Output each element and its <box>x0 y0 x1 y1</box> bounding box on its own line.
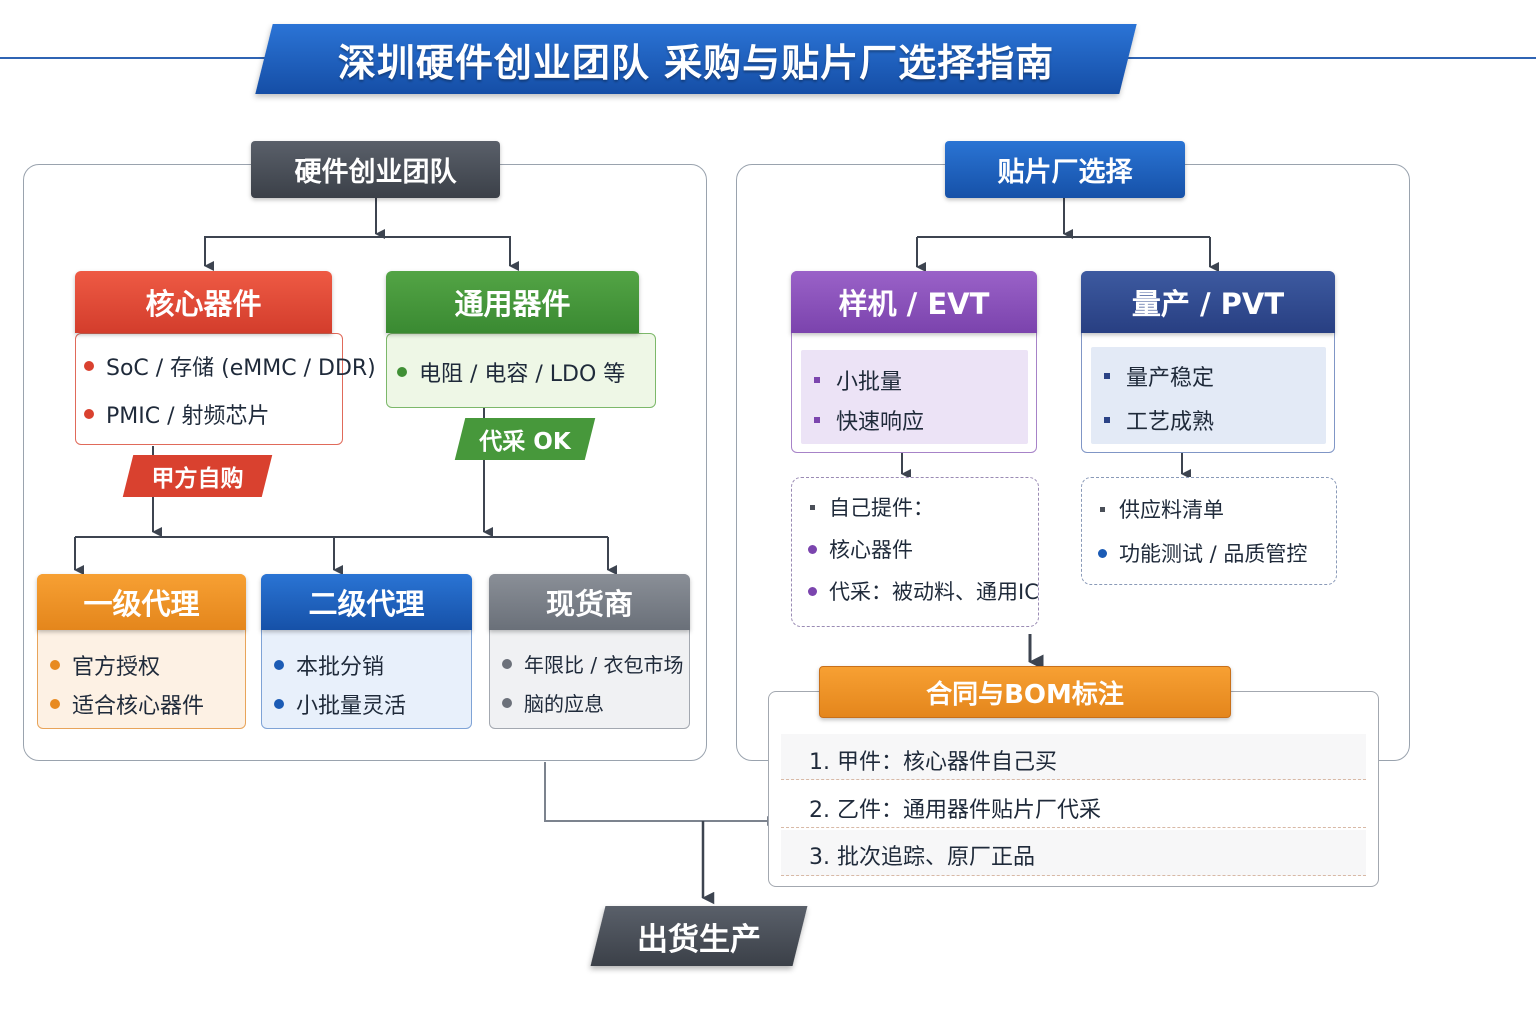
contract-item-1: 1. 甲件：核心器件自己买 <box>809 750 1057 775</box>
contract-item-3: 3. 批次追踪、原厂正品 <box>809 845 1035 870</box>
bullet-square-icon <box>1100 506 1105 512</box>
team-header: 硬件创业团队 <box>251 141 500 198</box>
bullet-dot-icon <box>50 660 60 670</box>
tier2-agent-title: 二级代理 <box>261 574 472 630</box>
page-title: 深圳硬件创业团队 采购与贴片厂选择指南 <box>337 40 1055 85</box>
bullet-dot-icon <box>502 697 512 708</box>
bullet-square-icon <box>1104 417 1110 423</box>
smt-factory-header: 贴片厂选择 <box>945 141 1185 198</box>
spot-item-1: 年限比 / 衣包市场 <box>524 653 684 677</box>
contract-title: 合同与BOM标注 <box>819 666 1231 718</box>
general-components-title: 通用器件 <box>386 271 639 333</box>
bullet-square-icon <box>814 417 820 423</box>
general-components-box: 电阻 / 电容 / LDO 等 <box>386 333 656 408</box>
bullet-dot-icon <box>397 367 407 377</box>
pvt-notes-box: 供应料清单 功能测试 / 品质管控 <box>1081 477 1337 585</box>
tag-self-purchase: 甲方自购 <box>151 466 244 492</box>
evt-note-1: 自己提件： <box>829 496 934 520</box>
contract-box: 1. 甲件：核心器件自己买 2. 乙件：通用器件贴片厂代采 3. 批次追踪、原厂… <box>768 691 1379 887</box>
pvt-title: 量产 / PVT <box>1081 271 1335 333</box>
pvt-note-2: 功能测试 / 品质管控 <box>1119 542 1308 566</box>
evt-note-2: 核心器件 <box>829 538 913 562</box>
bullet-square-icon <box>810 504 815 510</box>
bullet-dot-icon <box>50 699 60 709</box>
evt-item-2: 快速响应 <box>836 410 925 435</box>
tier1-agent-title: 一级代理 <box>37 574 246 630</box>
core-item-1: SoC / 存储 (eMMC / DDR) <box>106 356 376 381</box>
tier1-item-2: 适合核心器件 <box>72 694 205 719</box>
bullet-dot-icon <box>274 660 284 670</box>
evt-title: 样机 / EVT <box>791 271 1037 333</box>
tier2-item-1: 本批分销 <box>296 655 385 680</box>
pvt-item-2: 工艺成熟 <box>1126 410 1215 435</box>
pvt-note-1: 供应料清单 <box>1119 498 1224 522</box>
bullet-dot-icon <box>84 361 94 371</box>
evt-note-3: 代采：被动料、通用IC <box>829 580 1039 604</box>
core-components-box: SoC / 存储 (eMMC / DDR) PMIC / 射频芯片 <box>75 333 376 445</box>
spot-item-2: 脑的应息 <box>524 692 604 716</box>
bullet-dot-icon <box>502 658 512 669</box>
bullet-dot-icon <box>808 586 817 596</box>
bullet-dot-icon <box>808 544 817 554</box>
bullet-dot-icon <box>84 409 94 419</box>
evt-notes-box: 自己提件： 核心器件 代采：被动料、通用IC <box>791 477 1039 627</box>
bullet-dot-icon <box>274 699 284 709</box>
bullet-square-icon <box>1104 373 1110 379</box>
final-label: 出货生产 <box>637 921 761 958</box>
core-item-2: PMIC / 射频芯片 <box>106 404 270 429</box>
evt-item-1: 小批量 <box>836 370 903 395</box>
tag-proxy-ok: 代采 OK <box>479 429 571 455</box>
general-item-1: 电阻 / 电容 / LDO 等 <box>419 362 626 387</box>
tier1-item-1: 官方授权 <box>72 655 161 680</box>
core-components-title: 核心器件 <box>75 271 332 333</box>
spot-dealer-title: 现货商 <box>489 574 690 630</box>
bullet-square-icon <box>814 377 820 383</box>
pvt-item-1: 量产稳定 <box>1126 366 1215 391</box>
contract-item-2: 2. 乙件：通用器件贴片厂代采 <box>809 798 1101 823</box>
tier2-item-2: 小批量灵活 <box>296 694 407 719</box>
bullet-dot-icon <box>1098 548 1107 558</box>
right-panel <box>736 164 1410 761</box>
